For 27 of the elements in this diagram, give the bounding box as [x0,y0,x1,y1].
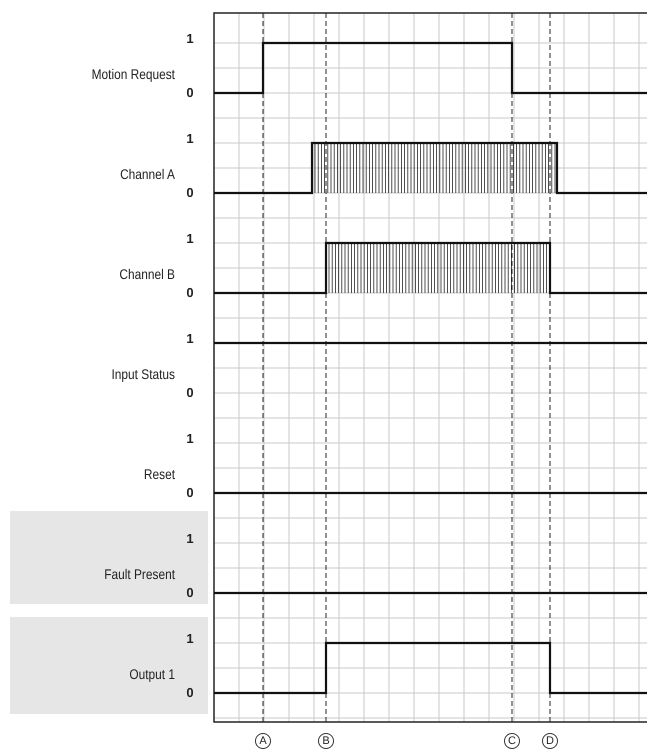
signal-name: Fault Present [103,566,175,582]
signal-name: Input Status [110,366,175,382]
level-label: 1 [185,631,195,647]
level-label: 1 [185,231,195,247]
level-label: 0 [185,85,195,101]
level-label: 1 [185,531,195,547]
marker-label: C [504,733,520,749]
level-label: 0 [185,385,195,401]
level-label: 1 [185,131,195,147]
level-label: 1 [185,331,195,347]
level-label: 0 [185,685,195,701]
signal-name: Channel A [119,166,175,182]
level-label: 0 [185,185,195,201]
marker-label: D [542,733,558,749]
signal-name: Output 1 [128,666,175,682]
level-label: 0 [185,485,195,501]
level-label: 0 [185,585,195,601]
signal-name: Reset [142,466,175,482]
row-label-panel [10,617,208,714]
level-label: 1 [185,431,195,447]
signal-name: Motion Request [90,66,175,82]
level-label: 1 [185,31,195,47]
level-label: 0 [185,285,195,301]
marker-label: B [318,733,334,749]
row-label-panel [10,511,208,604]
signal-name: Channel B [118,266,175,282]
marker-label: A [255,733,271,749]
